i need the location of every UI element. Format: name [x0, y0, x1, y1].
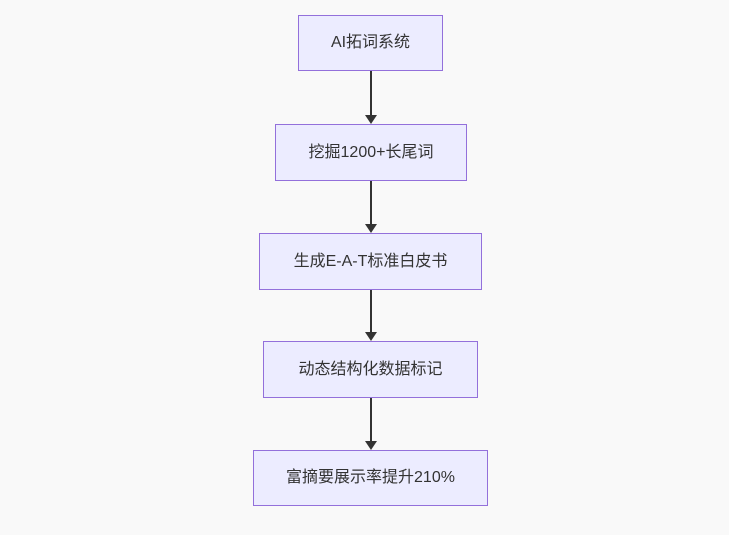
flow-node-dynamic-structured-data: 动态结构化数据标记 — [263, 341, 478, 398]
flow-node-ai-word-expansion-system: AI拓词系统 — [298, 15, 443, 71]
arrow-line — [370, 290, 372, 333]
flow-node-generate-eat-whitepaper: 生成E-A-T标准白皮书 — [259, 233, 482, 290]
flow-arrow-2-3 — [365, 181, 377, 233]
arrow-head-icon — [365, 441, 377, 450]
flow-node-rich-snippet-rate-up: 富摘要展示率提升210% — [253, 450, 488, 506]
flow-arrow-3-4 — [365, 290, 377, 341]
flow-node-label: 动态结构化数据标记 — [298, 360, 443, 378]
arrow-line — [370, 181, 372, 225]
flow-node-mine-longtail-keywords: 挖掘1200+长尾词 — [275, 124, 467, 181]
flow-arrow-4-5 — [365, 398, 377, 450]
flow-node-label: AI拓词系统 — [330, 34, 411, 52]
flow-arrow-1-2 — [365, 71, 377, 124]
arrow-head-icon — [365, 224, 377, 233]
arrow-line — [370, 398, 372, 442]
arrow-line — [370, 71, 372, 116]
flow-node-label: 生成E-A-T标准白皮书 — [293, 252, 448, 270]
arrow-head-icon — [365, 115, 377, 124]
arrow-head-icon — [365, 332, 377, 341]
flow-node-label: 富摘要展示率提升210% — [286, 469, 455, 487]
flow-node-label: 挖掘1200+长尾词 — [308, 143, 434, 161]
